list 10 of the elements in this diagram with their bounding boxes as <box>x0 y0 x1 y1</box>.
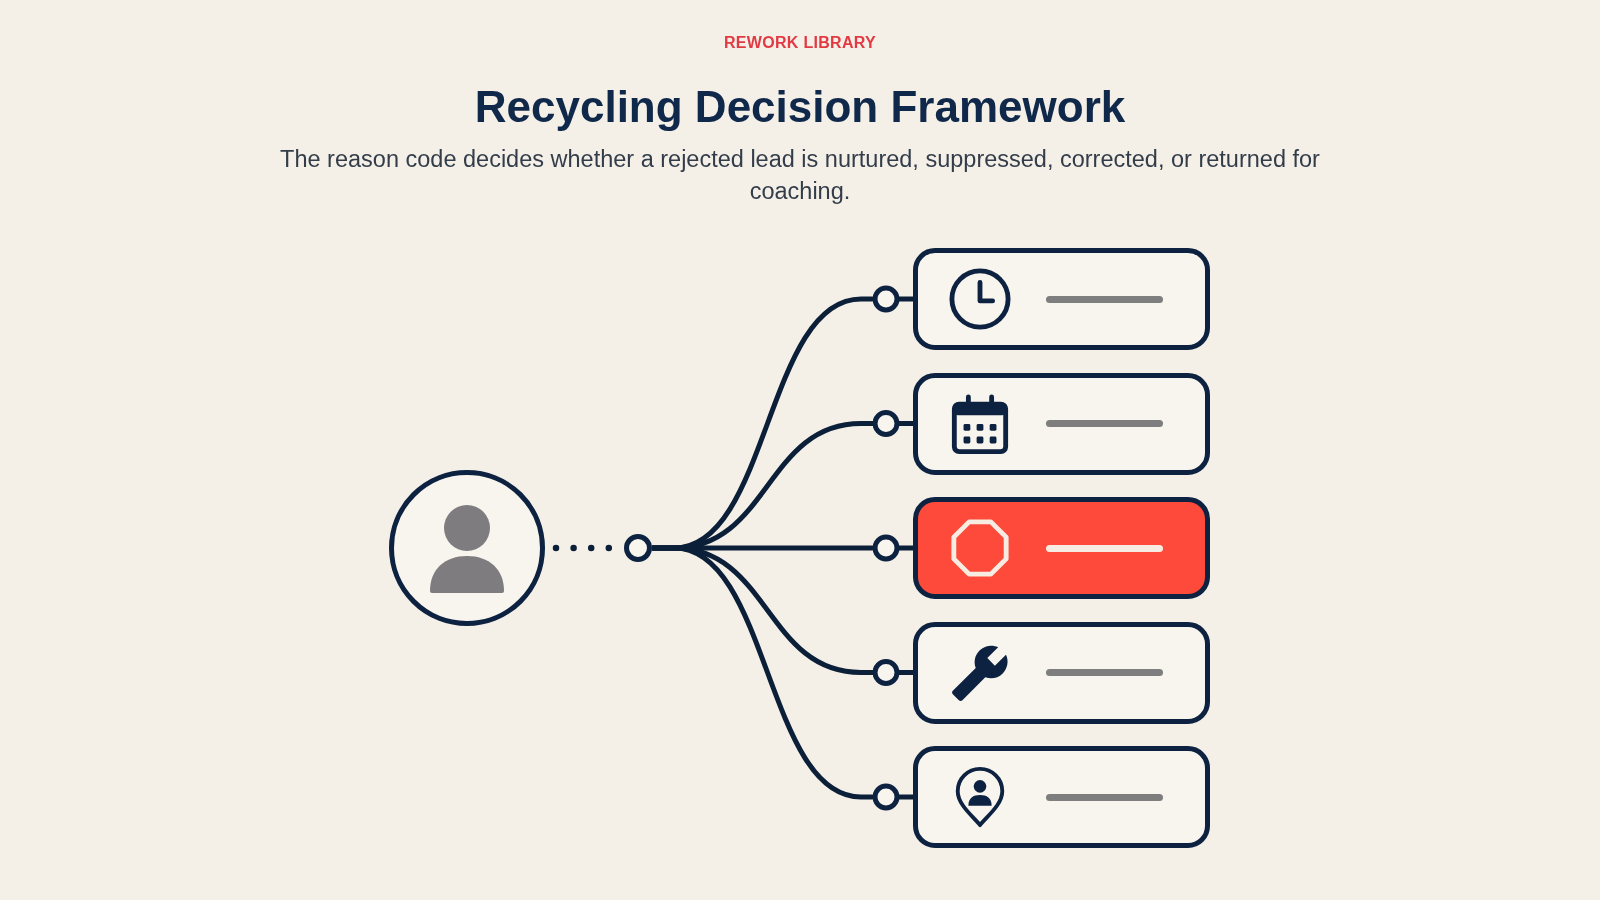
subtitle: The reason code decides whether a rejected lead is nurtured, suppressed, corrected, or returned for coaching. <box>279 145 1321 206</box>
option-card <box>913 621 1210 724</box>
option-card <box>913 372 1210 475</box>
title: Recycling Decision Framework <box>474 82 1126 132</box>
hub-circle <box>624 534 652 562</box>
eyebrow-label: REWORK LIBRARY <box>723 34 876 52</box>
option-card <box>913 248 1210 350</box>
connector-line <box>652 545 913 811</box>
option-card <box>913 746 1210 848</box>
option-card <box>913 497 1210 599</box>
